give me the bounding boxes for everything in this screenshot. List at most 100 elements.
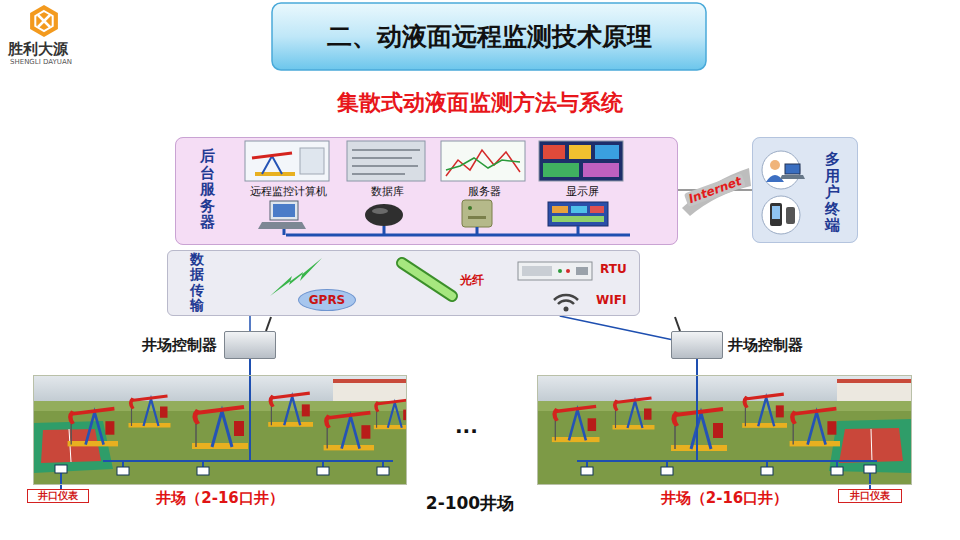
- well-field-photo: [33, 375, 407, 485]
- user-icon: [762, 151, 805, 234]
- logo-text: 胜利大源: [8, 40, 68, 59]
- node-text: 井口仪表: [38, 490, 78, 502]
- well-field-photo: [33, 375, 407, 401]
- well-field-photo: [317, 467, 329, 475]
- screen-thumbnail: [300, 148, 324, 174]
- screen-thumbnail: [352, 150, 420, 174]
- node-text: 显示屏: [536, 184, 628, 199]
- device-icon: [462, 200, 492, 227]
- screen-thumbnail: [539, 141, 623, 181]
- transmission-icon: [564, 307, 569, 312]
- user-icon: [786, 207, 795, 224]
- antenna: [675, 317, 680, 331]
- controller-box: 井场控制器: [671, 331, 723, 359]
- well-field-photo: [68, 409, 118, 447]
- node-text: 服务器: [438, 184, 530, 199]
- well-field-photo: [742, 394, 787, 428]
- well-field-photo: [61, 375, 393, 485]
- internet-band: [682, 168, 751, 216]
- well-field-photo: [839, 428, 903, 463]
- screen-thumbnail: [245, 141, 623, 181]
- well-field-photo: [864, 465, 876, 473]
- well-field-photo: [333, 379, 407, 401]
- well-field-photo: [661, 467, 673, 475]
- well-field-photo: [268, 393, 313, 427]
- well-field-photo: [837, 379, 912, 383]
- logo-icon: [30, 5, 58, 37]
- device-icon: [552, 206, 568, 213]
- user-icon: [762, 151, 800, 189]
- screen-thumbnail: [255, 172, 295, 176]
- user-icon: [770, 160, 780, 170]
- screen-thumbnail: [446, 150, 520, 176]
- device-icon: [548, 202, 608, 226]
- device-icon: [270, 201, 298, 220]
- node-text: 井场控制器: [728, 336, 803, 355]
- well-field-photo: [377, 467, 389, 475]
- gprs-ellipse: GPRS: [298, 289, 356, 311]
- well-field-photo: [613, 398, 655, 430]
- connector-line: [249, 359, 251, 375]
- bus-line: [284, 226, 578, 235]
- well-field-photo: [197, 467, 209, 475]
- well-field-photo: [537, 375, 912, 401]
- device-icon: [372, 208, 388, 214]
- well-field-photo: [374, 400, 407, 429]
- device-icon: [273, 204, 295, 217]
- node-text: 远程监控计算机: [238, 184, 338, 199]
- instrument-box: 井口仪表: [838, 489, 902, 503]
- subtitle-text: 集散式动液面监测方法与系统: [0, 88, 960, 118]
- title-text: 二、动液面远程监测技术原理: [272, 3, 706, 70]
- wifi-label: WIFI: [596, 293, 626, 307]
- logo-icon: [38, 15, 50, 27]
- computer-item: 远程监控计算机: [238, 140, 338, 240]
- logo-subtext: SHENGLI DAYUAN: [10, 58, 72, 66]
- node-text: 井口仪表: [850, 490, 890, 502]
- well-field-photo: [537, 375, 912, 485]
- node-text: GPRS: [309, 293, 346, 307]
- node-text: 数据传输: [190, 252, 204, 314]
- terminal-panel: 多用户终端: [752, 137, 858, 243]
- bus-line: [284, 226, 630, 235]
- display-item: 显示屏: [536, 140, 628, 240]
- well-field-photo: [129, 396, 171, 428]
- screen-thumbnail: [446, 158, 520, 170]
- screen-thumbnail: [252, 153, 292, 158]
- panel-fill: [175, 137, 678, 245]
- well-field-photo: [837, 379, 912, 401]
- transmission-icon: [518, 262, 592, 280]
- device-icon: [365, 204, 403, 226]
- transmission-icon: [402, 263, 452, 296]
- node-text: 井场控制器: [142, 336, 217, 355]
- logo-icon: [35, 11, 52, 31]
- controller-box: 井场控制器: [224, 331, 276, 359]
- user-icon: [772, 206, 780, 219]
- well-field-photo: [33, 375, 407, 485]
- transmission-icon: [402, 263, 452, 296]
- node-text: 井场（2-16口井）: [34, 489, 406, 508]
- device-icon: [258, 222, 306, 229]
- device-icon: [552, 216, 604, 222]
- user-icon: [780, 175, 805, 179]
- fiber-label: 光纤: [460, 272, 484, 289]
- connector-line: [696, 359, 698, 375]
- screen-thumbnail: [595, 145, 619, 159]
- connector-line: [560, 316, 671, 340]
- screen-thumbnail: [441, 141, 525, 181]
- well-field-photo: [55, 465, 67, 473]
- database-item: 数据库: [344, 140, 430, 240]
- panel-fill: [752, 137, 858, 243]
- well-field-photo: [829, 419, 912, 473]
- device-icon: [258, 200, 608, 229]
- device-icon: [590, 206, 604, 213]
- well-field-photo: [871, 429, 872, 462]
- well-field-photo: [581, 467, 593, 475]
- connector-line: [249, 316, 251, 331]
- well-field-photo: [577, 375, 877, 485]
- well-field-photo: [671, 409, 727, 451]
- well-field-photo: [790, 409, 840, 447]
- transmission-icon: [522, 266, 552, 276]
- screen-thumbnail: [347, 141, 425, 181]
